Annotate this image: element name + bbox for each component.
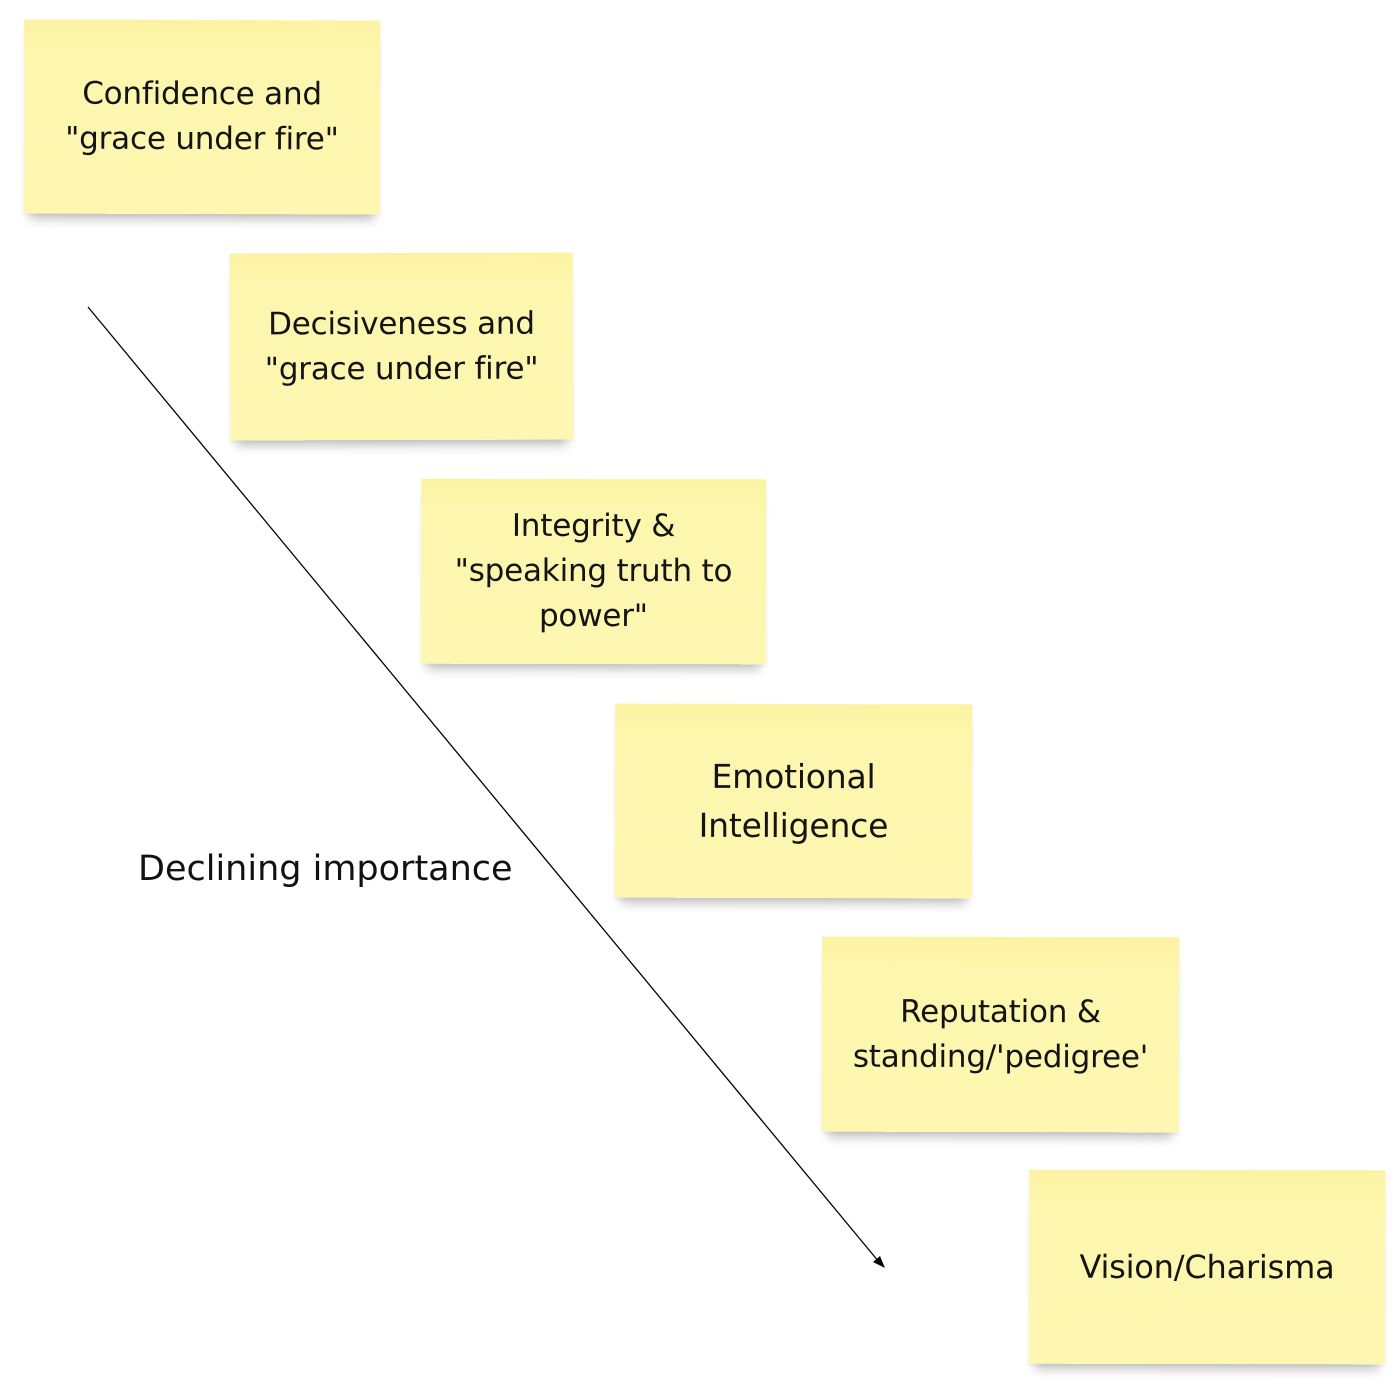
sticky-note-label: Decisiveness and "grace under fire" bbox=[264, 305, 539, 387]
sticky-note-label: Vision/Charisma bbox=[1079, 1247, 1335, 1286]
sticky-note-integrity: Integrity & "speaking truth to power" bbox=[420, 478, 767, 665]
arrowhead-icon bbox=[873, 1256, 885, 1268]
sticky-note-emotional-intelligence: Emotional Intelligence bbox=[614, 703, 973, 899]
sticky-note-label: Integrity & "speaking truth to power" bbox=[454, 507, 733, 635]
sticky-note-decisiveness: Decisiveness and "grace under fire" bbox=[229, 252, 574, 441]
sticky-note-vision: Vision/Charisma bbox=[1028, 1169, 1386, 1365]
sticky-note-reputation: Reputation & standing/'pedigree' bbox=[821, 936, 1180, 1133]
sticky-note-label: Confidence and "grace under fire" bbox=[65, 75, 339, 158]
sticky-note-label: Emotional Intelligence bbox=[698, 756, 889, 846]
sticky-note-confidence: Confidence and "grace under fire" bbox=[23, 19, 381, 215]
sticky-note-label: Reputation & standing/'pedigree' bbox=[852, 993, 1149, 1075]
axis-label-declining-importance: Declining importance bbox=[138, 849, 513, 889]
